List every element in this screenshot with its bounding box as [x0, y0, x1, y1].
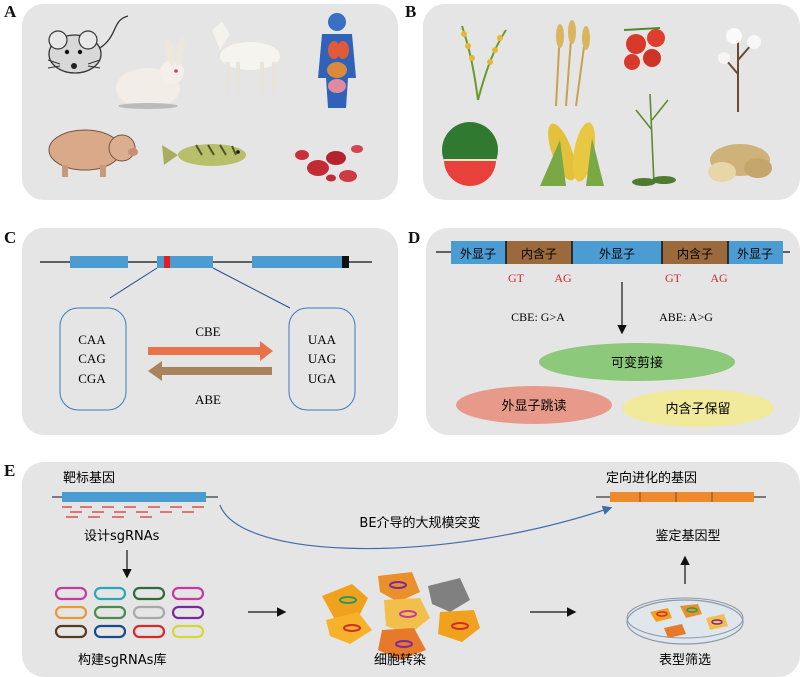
exon-box [252, 256, 342, 268]
segment-label: 外显子 [599, 247, 635, 261]
alt-splicing-label: 可变剪接 [611, 355, 663, 371]
transfected-cells-icon [322, 572, 480, 660]
be-mutation-arrow [219, 504, 613, 550]
segment-label: 外显子 [737, 247, 773, 261]
mouse-icon [47, 15, 129, 74]
exon-skipping-label: 外显子跳读 [501, 399, 566, 414]
codon-right: UAA [308, 332, 337, 347]
segment-label: 内含子 [677, 246, 713, 261]
panel-label-e: E [4, 461, 16, 480]
pig-icon [48, 129, 138, 177]
corn-icon [540, 122, 604, 186]
splice-site-label: AG [710, 271, 728, 285]
target-gene-bar [62, 492, 206, 502]
intron-retention-label: 内含子保留 [665, 401, 730, 417]
sgrna-library-grid [54, 586, 205, 639]
intron-segment [662, 241, 728, 264]
codon-right: UAG [308, 351, 336, 366]
splice-site-label: GT [665, 271, 682, 285]
panel-label-c: C [4, 228, 17, 247]
cbe-text: CBE: G>A [511, 310, 565, 324]
human-organs-icon [318, 13, 356, 108]
cbe-label: CBE [195, 324, 220, 339]
rabbit-icon [116, 38, 185, 109]
potato-icon [708, 144, 772, 182]
exon-box [70, 256, 128, 268]
evolved-gene-bar [610, 492, 754, 502]
goat-icon [212, 22, 280, 92]
exon-skipping-ellipse [456, 386, 612, 424]
be-mutation-label: BE介导的大规模突变 [359, 515, 480, 531]
splice-site-label: AG [554, 271, 572, 285]
segment-label: 外显子 [460, 247, 496, 261]
target-gene-label: 靶标基因 [63, 471, 115, 486]
segment-label: 内含子 [521, 246, 557, 261]
intron-segment [506, 241, 572, 264]
phenotype-label: 表型筛选 [659, 653, 711, 668]
watermelon-icon [442, 122, 498, 186]
codon-left: CGA [78, 371, 106, 386]
abe-text: ABE: A>G [659, 310, 713, 324]
stop-codon-mark [342, 256, 349, 268]
exon-segment [728, 241, 783, 264]
design-sgrnas-label: 设计sgRNAs [84, 529, 160, 544]
cotton-icon [718, 28, 761, 112]
fish-icon [162, 144, 246, 166]
red-blood-cells-icon [295, 145, 363, 182]
panel-label-a: A [4, 2, 17, 21]
arabidopsis-icon [632, 93, 676, 186]
codon-left: CAA [78, 332, 106, 347]
exon-segment [572, 241, 662, 264]
intron-retention-ellipse [622, 389, 774, 427]
wheat-icon [555, 20, 590, 107]
evolved-gene-label: 定向进化的基因 [606, 470, 697, 486]
codon-box-left [59, 307, 127, 411]
abe-label: ABE [195, 392, 221, 407]
splice-site-label: GT [508, 271, 525, 285]
petri-dish-icon [626, 597, 744, 645]
zoom-line [109, 267, 158, 299]
exon-box [157, 256, 213, 268]
library-label: 构建sgRNAs库 [78, 652, 166, 668]
panel-label-b: B [405, 2, 417, 21]
panel-label-d: D [408, 228, 421, 247]
exon-segment [451, 241, 506, 264]
zoom-line [212, 267, 291, 309]
cbe-arrow [148, 341, 273, 361]
rice-icon [461, 25, 507, 101]
genotyping-label: 鉴定基因型 [655, 529, 720, 544]
abe-arrow [148, 361, 272, 381]
transfection-label: 细胞转染 [374, 653, 426, 668]
codon-right: UGA [308, 371, 337, 386]
codon-left: CAG [78, 351, 105, 366]
tomato-icon [623, 27, 665, 70]
stop-mutation-site-mark [164, 256, 170, 268]
codon-box-right [288, 307, 356, 411]
sgrna-dashes [62, 506, 204, 518]
alt-splicing-ellipse [539, 343, 735, 381]
